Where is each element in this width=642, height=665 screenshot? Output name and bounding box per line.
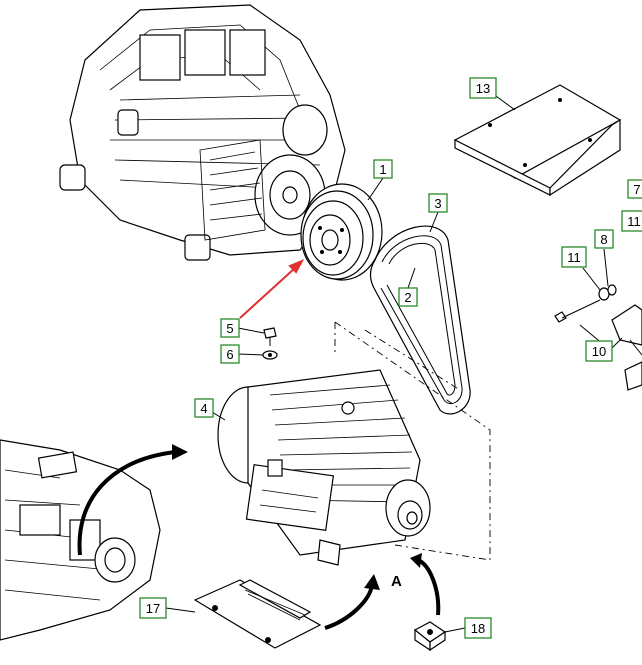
callout-label: 1 xyxy=(379,162,386,177)
callout-label: 10 xyxy=(592,344,606,359)
callout-label: 11 xyxy=(627,214,641,229)
motor-rail-drawing xyxy=(193,579,322,649)
mounting-plate-drawing xyxy=(453,84,622,197)
callout-label: 11 xyxy=(567,250,581,265)
callout-label: 7 xyxy=(633,182,640,197)
leader-lines xyxy=(165,95,623,633)
callout-label: 5 xyxy=(226,321,233,336)
callout-4: 4 xyxy=(194,398,214,418)
callout-label: 17 xyxy=(146,601,160,616)
callout-label: 18 xyxy=(471,621,485,636)
callout-8: 8 xyxy=(594,229,614,249)
tensioner-parts-drawing xyxy=(554,284,642,391)
callout-10: 10 xyxy=(585,340,613,362)
bolt-washer-drawing xyxy=(262,327,278,360)
assembly-guide-lines xyxy=(334,321,491,561)
callout-13: 13 xyxy=(469,77,497,99)
highlight-arrow xyxy=(239,258,305,319)
callout-6: 6 xyxy=(220,344,240,364)
callout-11-left: 11 xyxy=(561,246,587,268)
callout-label: 4 xyxy=(200,401,207,416)
callout-3: 3 xyxy=(428,193,448,213)
callout-5: 5 xyxy=(220,318,240,338)
reference-letter-bottom: A xyxy=(391,573,402,590)
callout-label: 3 xyxy=(434,196,441,211)
callout-label: 6 xyxy=(226,347,233,362)
callout-18: 18 xyxy=(464,617,492,639)
pulley-hub-drawing xyxy=(413,621,447,652)
callout-11-right: 11 xyxy=(621,210,642,232)
callout-label: 8 xyxy=(600,232,607,247)
engine-drawing xyxy=(59,4,346,261)
electric-motor-drawing xyxy=(217,369,431,566)
callout-7: 7 xyxy=(627,179,642,199)
crankshaft-pulley-drawing xyxy=(300,183,383,281)
drive-belt-drawing xyxy=(369,225,471,415)
callout-label: 13 xyxy=(476,81,490,96)
callout-1: 1 xyxy=(373,159,393,179)
assembly-arrows xyxy=(77,444,441,630)
callout-2: 2 xyxy=(398,287,418,307)
callout-label: 2 xyxy=(404,290,411,305)
callout-17: 17 xyxy=(139,597,167,619)
